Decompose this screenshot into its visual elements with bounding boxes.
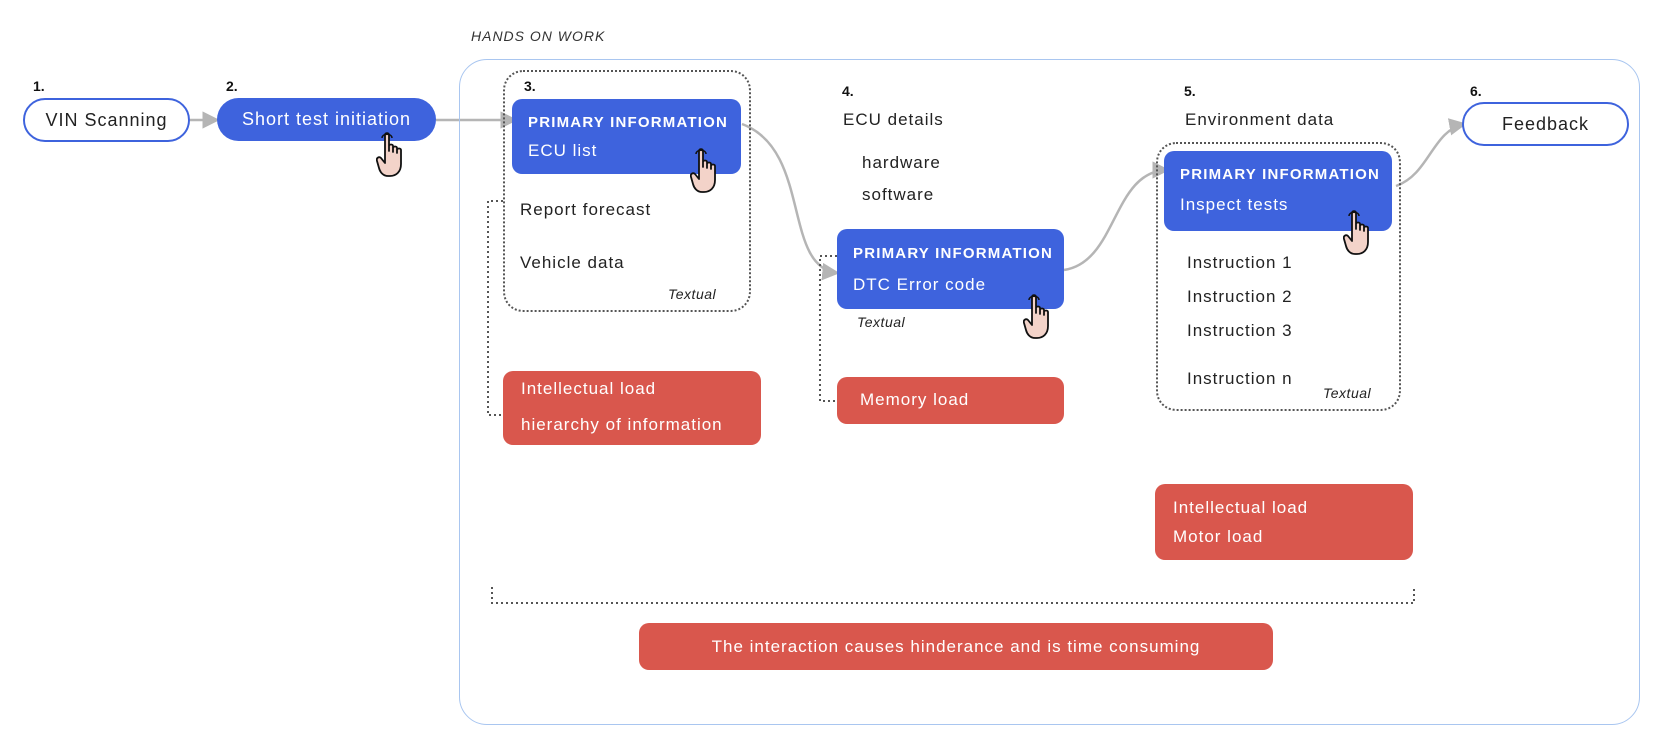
- vin-scanning-label: VIN Scanning: [45, 109, 168, 130]
- step-1-number: 1.: [33, 78, 45, 94]
- pointing-hand-icon: [376, 132, 402, 177]
- step-2-number: 2.: [226, 78, 238, 94]
- feedback-label: Feedback: [1501, 113, 1590, 134]
- step-5-group: [1156, 142, 1401, 411]
- pointing-hand-icon: [1023, 294, 1049, 339]
- software-item: software: [862, 185, 935, 204]
- step-5-textual-note: Textual: [1323, 385, 1372, 401]
- summary-card: The interaction causes hinderance and is…: [639, 623, 1273, 670]
- step-3-load-card: Intellectual load hierarchy of informati…: [503, 371, 761, 445]
- step-3-number: 3.: [524, 78, 536, 94]
- hands-on-work-frame: [459, 59, 1640, 725]
- pointing-hand-icon: [1343, 210, 1369, 255]
- report-forecast-item: Report forecast: [520, 200, 652, 219]
- instruction-n-item: Instruction n: [1187, 369, 1293, 388]
- step-3-group: [503, 70, 751, 312]
- instruction-3-item: Instruction 3: [1187, 321, 1293, 340]
- intellectual-load-label: Intellectual load: [1173, 498, 1309, 517]
- ecu-details-title: ECU details: [843, 110, 944, 129]
- step-4-number: 4.: [842, 83, 854, 99]
- step-4-load-card: Memory load: [837, 377, 1064, 424]
- feedback-button[interactable]: Feedback: [1462, 102, 1629, 146]
- dtc-error-code-card-heading: PRIMARY INFORMATION: [853, 245, 1054, 262]
- dtc-error-code-card-label: DTC Error code: [853, 275, 987, 294]
- hierarchy-of-information-label: hierarchy of information: [521, 415, 723, 434]
- step-4-textual-note: Textual: [857, 314, 906, 330]
- short-test-initiation-label: Short test initiation: [241, 109, 412, 129]
- step-3-textual-note: Textual: [668, 286, 717, 302]
- instruction-1-item: Instruction 1: [1187, 253, 1293, 272]
- inspect-tests-card-heading: PRIMARY INFORMATION: [1180, 166, 1381, 183]
- memory-load-label: Memory load: [860, 390, 970, 409]
- hardware-item: hardware: [862, 153, 941, 172]
- short-test-initiation-button[interactable]: Short test initiation: [217, 98, 436, 141]
- ecu-list-card-heading: PRIMARY INFORMATION: [528, 114, 729, 131]
- step-5-number: 5.: [1184, 83, 1196, 99]
- step-6-number: 6.: [1470, 83, 1482, 99]
- vehicle-data-item: Vehicle data: [520, 253, 625, 272]
- pointing-hand-icon: [690, 148, 716, 193]
- dtc-error-code-card[interactable]: PRIMARY INFORMATION DTC Error code: [837, 229, 1064, 309]
- vin-scanning-button[interactable]: VIN Scanning: [23, 98, 190, 142]
- intellectual-load-label: Intellectual load: [521, 379, 657, 398]
- environment-data-title: Environment data: [1185, 110, 1335, 129]
- instruction-2-item: Instruction 2: [1187, 287, 1293, 306]
- inspect-tests-card-label: Inspect tests: [1180, 195, 1289, 214]
- motor-load-label: Motor load: [1173, 527, 1264, 546]
- summary-label: The interaction causes hinderance and is…: [711, 636, 1201, 656]
- step-5-load-card: Intellectual load Motor load: [1155, 484, 1413, 560]
- section-label: HANDS ON WORK: [471, 28, 606, 44]
- ecu-list-card-label: ECU list: [528, 141, 598, 160]
